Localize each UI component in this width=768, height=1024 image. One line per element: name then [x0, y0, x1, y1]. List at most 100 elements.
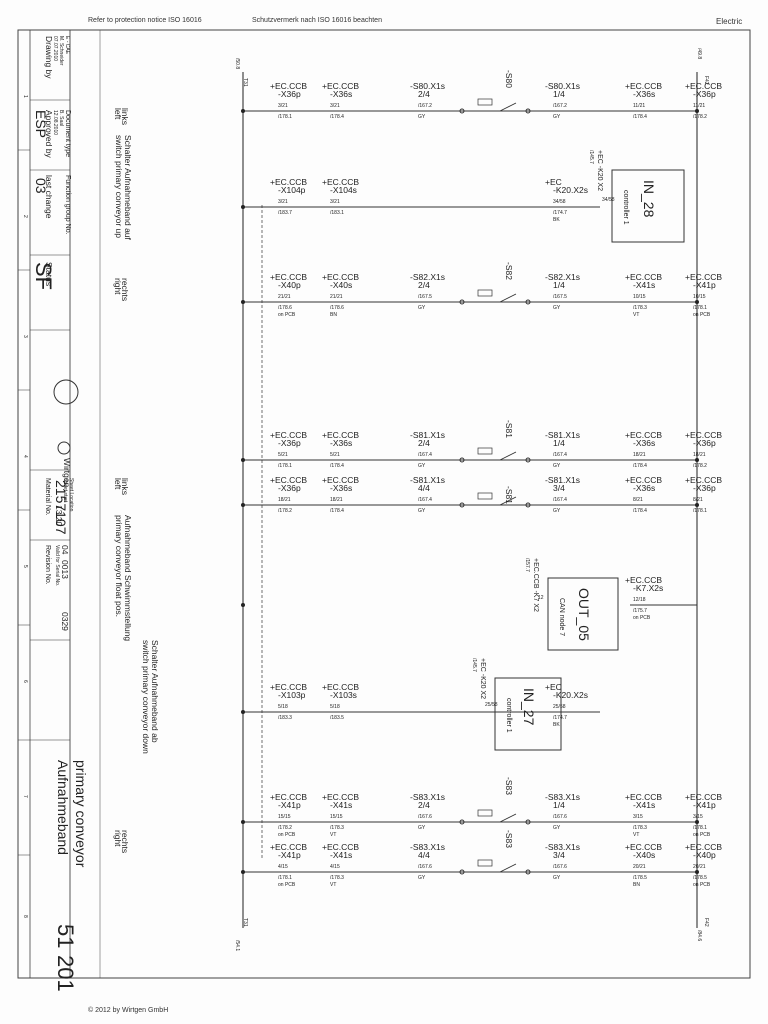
side-label: rechts: [120, 278, 130, 301]
page-ref: GY: [418, 305, 426, 311]
grid-number: 1: [22, 95, 28, 98]
pin-ref: 3/21: [330, 199, 340, 205]
connector-id: -X36s: [633, 89, 655, 99]
switch-tag: -S81: [504, 486, 514, 504]
rail-ref: /54.1: [234, 940, 240, 951]
module-pin: 25/58: [485, 702, 498, 708]
io-module: [611, 169, 685, 243]
switch-actuator: [477, 859, 493, 867]
module-id: OUT_05: [576, 588, 592, 641]
page-ref: /178.1: [278, 463, 292, 469]
module-ref: +EC -K20 X2: [596, 150, 603, 191]
connector-id: -X36p: [278, 438, 301, 448]
rail-ref: /84.6: [696, 930, 702, 941]
sheet-frame: [17, 29, 751, 979]
sheet-start: 13.20: [54, 505, 64, 527]
page-ref: GY: [553, 508, 561, 514]
connector-id: -X36s: [633, 438, 655, 448]
connector-id: 2/4: [418, 800, 430, 810]
terminal: [525, 502, 531, 508]
pin-ref: 18/21: [693, 452, 706, 458]
page-ref: /183.1: [330, 210, 344, 216]
module-page: /145.7: [471, 658, 477, 672]
title-en: primary conveyor: [73, 760, 89, 868]
connector-ref: +EC.CCB: [270, 81, 307, 91]
pin-ref: 8/21: [693, 497, 703, 503]
pin-ref: 21/21: [330, 294, 343, 300]
pin-ref: 3/21: [330, 103, 340, 109]
revision: 04: [60, 545, 70, 555]
page-ref: /178.6: [330, 305, 344, 311]
grid-number: 3: [22, 335, 28, 338]
connector-id: -X41p: [278, 800, 301, 810]
connector-id: 1/4: [553, 89, 565, 99]
connector-ref: +EC.CCB: [270, 272, 307, 282]
connector-ref: +EC.CCB: [322, 177, 359, 187]
connector-ref: +EC.CCB: [685, 475, 722, 485]
section-title-en: switch primary conveyor up: [114, 135, 124, 238]
copyright: © 2012 by Wirtgen GmbH: [88, 1007, 169, 1014]
wire-color: VT: [633, 312, 639, 318]
pin-ref: 18/21: [330, 497, 343, 503]
serial-from: 0013: [60, 560, 70, 579]
page-ref: /178.4: [330, 463, 344, 469]
grid-number: 5: [22, 565, 28, 568]
revision-label: Revision No.: [44, 545, 51, 585]
function-group: 03: [33, 178, 49, 194]
pin-ref: 15/15: [330, 814, 343, 820]
connector-id: -X104s: [330, 185, 357, 195]
grid-number: 4: [22, 455, 28, 458]
connector-id: -X36s: [330, 89, 352, 99]
module-id: IN_27: [521, 688, 537, 726]
pin-ref: 5/18: [278, 704, 288, 710]
pin-ref: /167.4: [553, 452, 567, 458]
page-ref: /183.7: [278, 210, 292, 216]
terminal: [459, 502, 465, 508]
switch-contact: [499, 496, 517, 506]
terminal: [459, 869, 465, 875]
sheet-total: 201: [53, 955, 78, 992]
connector-ref: +EC.CCB: [270, 682, 307, 692]
pin-ref: 3/21: [278, 103, 288, 109]
wire-color: on PCB: [693, 832, 711, 838]
section-title-de: Aufnahmeband Schwimmstellung: [123, 515, 133, 641]
side-label: links: [120, 478, 130, 495]
connector-ref: +EC.CCB: [685, 272, 722, 282]
switch-contact: [499, 813, 517, 823]
switch-tag: -S81: [504, 420, 514, 438]
pin-ref: /167.6: [553, 814, 567, 820]
connector-ref: +EC.CCB: [625, 842, 662, 852]
junction-dot: [695, 458, 699, 462]
pin-ref: 18/21: [633, 452, 646, 458]
pin-ref: 10/15: [633, 294, 646, 300]
pin-ref: 11/21: [633, 103, 645, 109]
section-title-de: Schalter Aufnahmeband auf: [123, 135, 133, 241]
module-box: [494, 677, 562, 751]
page-ref: GY: [553, 305, 561, 311]
connector-id: 2/4: [418, 280, 430, 290]
page-ref: /178.2: [693, 463, 707, 469]
terminal: [525, 819, 531, 825]
page-ref: GY: [418, 875, 426, 881]
junction-dot: [695, 503, 699, 507]
connector-ref: +EC.CCB: [625, 430, 662, 440]
junction-dot: [695, 870, 699, 874]
pin-ref: 3/21: [278, 199, 288, 205]
connector-ref: +EC.CCB: [322, 682, 359, 692]
junction-dot: [241, 870, 245, 874]
connector-id: -X41p: [693, 280, 716, 290]
side-label: right: [113, 830, 123, 847]
page-ref: GY: [418, 463, 426, 469]
switch-actuator: [477, 492, 493, 500]
page-ref: /183.3: [278, 715, 292, 721]
connector-id: -X40s: [633, 850, 655, 860]
rail-code: T31: [242, 918, 248, 927]
connector-id: -X103p: [278, 690, 306, 700]
switch-contact: [499, 451, 517, 461]
connector-ref: +EC.CCB: [625, 575, 662, 585]
module-pin: 12: [538, 595, 544, 601]
wire-color: BN: [633, 882, 640, 888]
page-ref: /175.7: [633, 608, 647, 614]
pin-ref: 3/15: [633, 814, 643, 820]
title-block-strip-2: [69, 29, 101, 979]
